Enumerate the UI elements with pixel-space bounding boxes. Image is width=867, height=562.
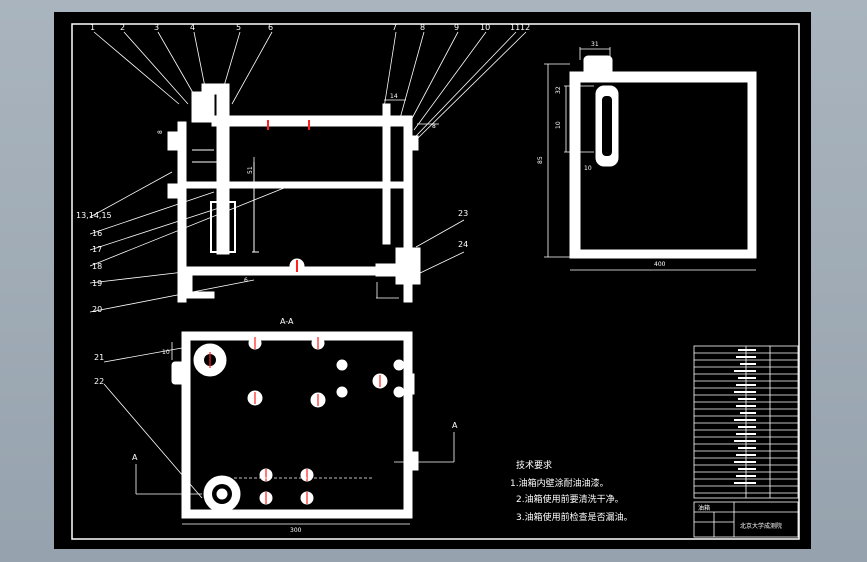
front-part-numbers: 1 2 3 4 5 6 7 8 9 10 11 12 13,14,15 16 1… [76, 23, 530, 314]
front-center-pipe [216, 83, 230, 255]
dim-plan-left: 10 [162, 349, 170, 356]
part-no-6: 6 [268, 23, 273, 32]
cad-drawing: 1 2 3 4 5 6 7 8 9 10 11 12 13,14,15 16 1… [71, 23, 800, 540]
part-no-3: 3 [154, 23, 159, 32]
plan-right-fitting2 [403, 373, 415, 395]
dim-front-left: 8 [157, 130, 164, 134]
part-no-23: 23 [458, 209, 468, 218]
part-no-2: 2 [120, 23, 125, 32]
tech-req-line-3: 3.油箱使用前检查是否漏油。 [516, 511, 633, 523]
front-left-wall [177, 121, 187, 303]
dim-front-right: 8 [432, 123, 436, 130]
part-no-24: 24 [458, 240, 468, 249]
part-no-1: 1 [90, 23, 95, 32]
dim-front-mid: 51 [247, 166, 254, 174]
dim-side-c: 85 [537, 156, 544, 164]
side-view [569, 55, 757, 259]
tech-req-line-2: 2.油箱使用前要清洗干净。 [516, 493, 624, 505]
part-no-21: 21 [94, 353, 104, 362]
part-no-5: 5 [236, 23, 241, 32]
front-filler-top [201, 83, 223, 95]
part-no-9: 9 [454, 23, 459, 32]
plan-bolt [336, 386, 348, 398]
tech-req-title: 技术要求 [516, 459, 552, 471]
plan-lines [103, 342, 455, 525]
dim-front-bottom: 6 [244, 277, 248, 284]
part-no-20: 20 [92, 305, 102, 314]
dim-side-top: 31 [591, 41, 599, 48]
front-dims: 14 8 8 51 6 [157, 93, 436, 284]
side-outer-bottom [569, 249, 757, 259]
front-right-wall [403, 121, 413, 303]
part-no-11: 11 [510, 23, 520, 32]
section-label: A-A [280, 317, 294, 326]
plan-bolt [393, 386, 405, 398]
front-center-pipe-cap [210, 201, 236, 253]
plan-top [181, 331, 411, 341]
part-no-10: 10 [480, 23, 490, 32]
front-left-flange [167, 131, 185, 151]
plan-left-fitting [171, 361, 187, 385]
part-no-12: 12 [520, 23, 530, 32]
plan-labels: 21 22 A A 10 300 [94, 349, 458, 534]
tech-req-line-1: 1.油箱内壁涂耐油油漆。 [510, 477, 609, 489]
side-outer-right [747, 71, 757, 259]
front-left-foot-bar [183, 291, 215, 299]
part-no-4: 4 [190, 23, 195, 32]
front-right-fitting [403, 135, 419, 151]
plan-view [171, 331, 419, 519]
dim-side-d: 10 [584, 165, 592, 172]
title-block-university: 北京大学成测院 [740, 522, 782, 530]
section-mark-left: A [132, 453, 138, 462]
part-no-8: 8 [420, 23, 425, 32]
front-top-plate [211, 115, 413, 127]
part-no-16: 16 [92, 229, 102, 238]
dim-plan-width: 300 [290, 527, 302, 534]
part-no-13-14-15: 13,14,15 [76, 211, 112, 220]
dim-side-b: 10 [555, 121, 562, 129]
technical-requirements: 技术要求 1.油箱内壁涂耐油油漆。 2.油箱使用前要清洗干净。 3.油箱使用前检… [510, 459, 633, 523]
side-outer-left [569, 71, 581, 259]
cad-viewport[interactable]: 1 2 3 4 5 6 7 8 9 10 11 12 13,14,15 16 1… [54, 12, 811, 549]
front-return-pipe [382, 103, 391, 245]
title-block [693, 501, 799, 538]
plan-bolt [336, 359, 348, 371]
drawing-border [71, 23, 800, 540]
front-left-flange2 [167, 183, 185, 199]
plan-right [403, 331, 413, 519]
side-cap [583, 55, 613, 77]
plan-right-fitting [403, 451, 419, 471]
plan-left [181, 331, 191, 519]
side-dims-lines [544, 47, 756, 271]
side-dims: 31 32 10 85 10 400 [537, 41, 666, 268]
front-drain-plug [375, 263, 401, 277]
part-no-17: 17 [92, 245, 102, 254]
part-no-7: 7 [392, 23, 397, 32]
section-mark-right: A [452, 421, 458, 430]
title-block-label: 油箱 [698, 504, 710, 512]
plan-bolt [393, 359, 405, 371]
parts-list-fill [734, 349, 756, 484]
front-leaders [89, 31, 527, 313]
part-no-18: 18 [92, 262, 102, 271]
dim-front-top: 14 [390, 93, 398, 100]
dim-side-a: 32 [555, 86, 562, 94]
dim-side-width: 400 [654, 261, 666, 268]
front-view [167, 83, 421, 303]
part-no-22: 22 [94, 377, 104, 386]
part-no-19: 19 [92, 279, 102, 288]
side-gauge-window [602, 96, 612, 156]
parts-list [693, 345, 799, 499]
